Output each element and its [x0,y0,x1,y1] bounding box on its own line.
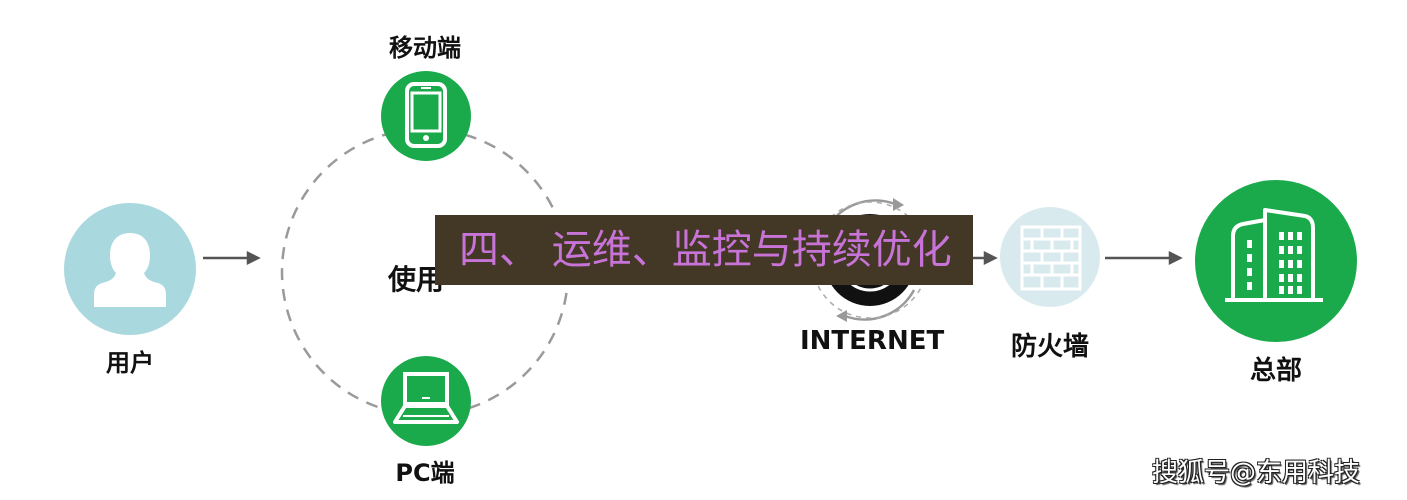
smartphone-icon [405,82,447,148]
mobile-label: 移动端 [389,34,461,62]
arrow-user-to-usage [203,250,261,266]
user-icon [94,233,166,307]
watermark: 搜狐号@东用科技 [1152,458,1361,488]
section-title-banner: 四、 运维、监控与持续优化 [435,215,973,285]
brick-wall-icon [1020,225,1082,291]
arrow-internet-to-firewall [973,250,998,266]
pc-label: PC端 [395,459,455,487]
arrow-firewall-to-hq [1105,250,1183,266]
mobile-node [381,71,471,161]
user-label: 用户 [106,349,154,377]
internet-label: INTERNET [800,326,945,356]
firewall-label: 防火墙 [1010,332,1089,362]
usage-label: 使用 [388,263,445,296]
laptop-icon [393,372,459,424]
hq-node [1195,180,1357,342]
user-node [64,203,196,335]
firewall-node [1000,207,1100,307]
section-title: 四、 运维、监控与持续优化 [459,227,952,273]
office-building-icon [1225,208,1323,302]
pc-node [381,356,471,446]
hq-label: 总部 [1249,356,1302,386]
